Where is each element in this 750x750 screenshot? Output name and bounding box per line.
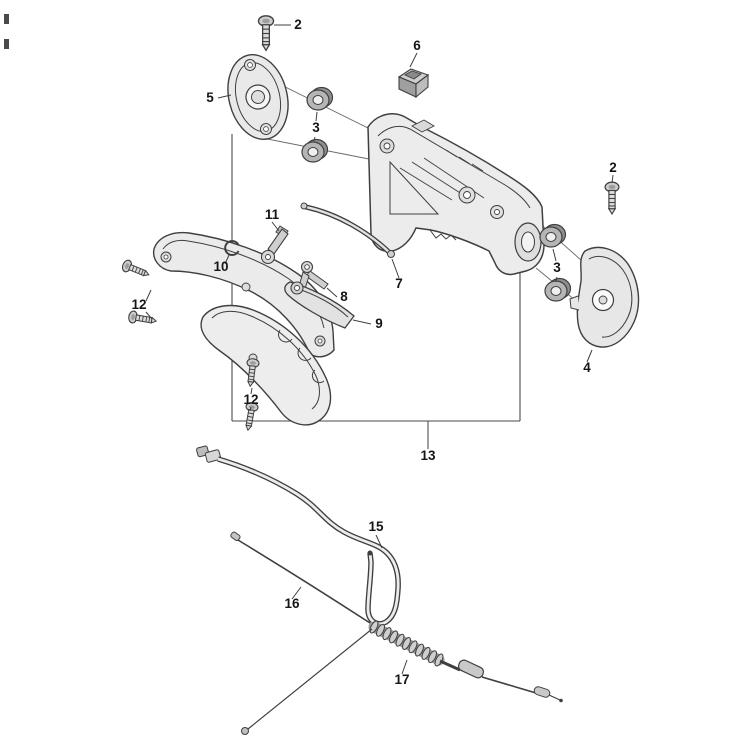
- part-flange-cover-5: [227, 53, 289, 141]
- callout-16: 16: [284, 596, 300, 611]
- part-bushing-3-right-lower: [544, 277, 572, 302]
- callout-13: 13: [420, 448, 436, 463]
- callout-2-top-left: 2: [294, 17, 302, 32]
- callout-8: 8: [340, 289, 348, 304]
- callout-5: 5: [206, 90, 214, 105]
- callout-3-right: 3: [553, 260, 561, 275]
- callout-labels: 2 5 3 6 2 3 4 11 10 7 8 9 12 12 13 15 16…: [131, 17, 616, 687]
- callout-15: 15: [368, 519, 384, 534]
- part-throttle-rod-7: [300, 202, 395, 258]
- part-handle-housing: [367, 113, 545, 276]
- callout-9: 9: [375, 316, 383, 331]
- callout-6: 6: [413, 38, 421, 53]
- part-screw-12-left-upper: [120, 258, 152, 281]
- callout-2-right: 2: [609, 160, 617, 175]
- part-throttle-trigger-9: [284, 281, 355, 329]
- part-bushing-3-left-upper: [306, 86, 334, 111]
- callout-17: 17: [394, 672, 409, 687]
- part-cable-wire-16: [230, 531, 371, 624]
- part-choke-lever-11: [260, 225, 289, 265]
- part-side-cover-4: [569, 246, 640, 348]
- callout-3-left: 3: [312, 120, 320, 135]
- callout-12-left: 12: [131, 297, 146, 312]
- callout-11: 11: [265, 207, 280, 222]
- part-stop-switch-6: [397, 68, 430, 99]
- callout-4: 4: [583, 360, 591, 375]
- scan-artifact-top: [4, 14, 9, 24]
- part-cable-spring-17: [241, 620, 563, 735]
- part-hose-loop-15: [196, 445, 401, 627]
- part-screw-12-left-lower: [127, 309, 158, 328]
- callout-12-bottom: 12: [243, 392, 258, 407]
- callout-7: 7: [395, 276, 403, 291]
- callout-10: 10: [213, 259, 228, 274]
- part-screw-2-top-left: [257, 15, 275, 52]
- part-bushing-3-left-lower: [301, 138, 329, 163]
- part-handle-shell-lower: [200, 304, 332, 426]
- scan-artifact-bottom: [4, 39, 9, 49]
- leader-lines: [145, 24, 614, 675]
- part-retaining-ring-10: [224, 240, 240, 256]
- part-screw-2-right: [604, 181, 620, 215]
